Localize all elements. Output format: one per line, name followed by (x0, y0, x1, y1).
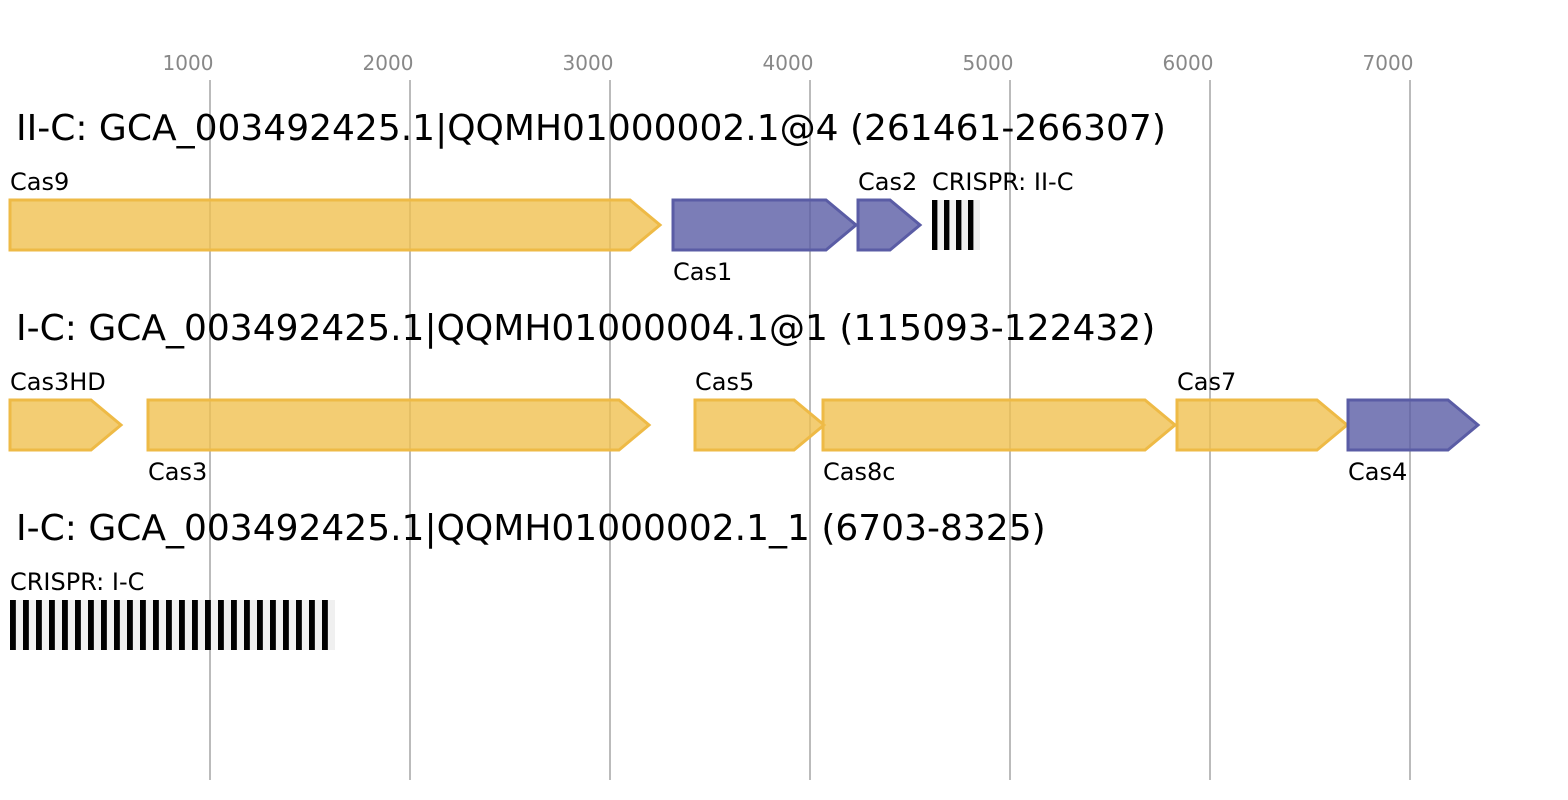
gene-label: Cas1 (673, 258, 732, 286)
tick-label: 5000 (963, 51, 1014, 75)
crispr-repeat (944, 200, 950, 250)
locus-1: II-C: GCA_003492425.1|QQMH01000002.1@4 (… (8, 108, 1166, 286)
crispr-repeat (166, 600, 172, 650)
crispr-repeat (75, 600, 81, 650)
gene-label: Cas7 (1177, 368, 1236, 396)
gene-arrow-cas2[interactable] (856, 198, 923, 252)
crispr-label: CRISPR: I-C (10, 568, 144, 596)
crispr-repeat (114, 600, 120, 650)
crispr-array[interactable] (10, 600, 335, 650)
tick-label: 3000 (563, 51, 614, 75)
gene-arrow-cas3hd[interactable] (8, 398, 124, 452)
crispr-repeat (956, 200, 962, 250)
locus-3: I-C: GCA_003492425.1|QQMH01000002.1_1 (6… (10, 508, 1046, 650)
crispr-repeat (23, 600, 29, 650)
gene-arrow-cas7[interactable] (1175, 398, 1350, 452)
gene-arrow-cas3[interactable] (146, 398, 652, 452)
gene-label: Cas3 (148, 458, 207, 486)
tick-label: 4000 (763, 51, 814, 75)
locus-title: I-C: GCA_003492425.1|QQMH01000002.1_1 (6… (16, 508, 1046, 549)
locus-title: II-C: GCA_003492425.1|QQMH01000002.1@4 (… (16, 108, 1166, 149)
gene-arrow-cas8c[interactable] (821, 398, 1178, 452)
tick-label: 1000 (163, 51, 214, 75)
crispr-repeat (270, 600, 276, 650)
gene-label: Cas5 (695, 368, 754, 396)
gene-label: Cas8c (823, 458, 895, 486)
loci: II-C: GCA_003492425.1|QQMH01000002.1@4 (… (8, 108, 1481, 650)
crispr-repeat (322, 600, 328, 650)
crispr-repeat (101, 600, 107, 650)
crispr-repeat (62, 600, 68, 650)
crispr-repeat (36, 600, 42, 650)
gene-arrow-cas5[interactable] (693, 398, 827, 452)
crispr-repeat (257, 600, 263, 650)
crispr-repeat (244, 600, 250, 650)
gene-label: Cas3HD (10, 368, 106, 396)
crispr-repeat (179, 600, 185, 650)
gene-label: Cas2 (858, 168, 917, 196)
crispr-repeat (296, 600, 302, 650)
crispr-repeat (127, 600, 133, 650)
ruler-ticks: 1000 2000 3000 4000 5000 6000 7000 (163, 51, 1414, 75)
crispr-repeat (88, 600, 94, 650)
tick-label: 2000 (363, 51, 414, 75)
crispr-repeat (140, 600, 146, 650)
crispr-repeat (49, 600, 55, 650)
gene-arrow-cas1[interactable] (671, 198, 859, 252)
gene-label: Cas4 (1348, 458, 1407, 486)
crispr-repeat (968, 200, 974, 250)
crispr-repeat (932, 200, 938, 250)
crispr-repeat (218, 600, 224, 650)
gene-arrow-cas4[interactable] (1346, 398, 1481, 452)
tick-label: 6000 (1163, 51, 1214, 75)
gene-arrow-cas9[interactable] (8, 198, 663, 252)
locus-2: I-C: GCA_003492425.1|QQMH01000004.1@1 (1… (8, 308, 1481, 486)
crispr-array[interactable] (932, 200, 980, 250)
gene-label: Cas9 (10, 168, 69, 196)
crispr-repeat (283, 600, 289, 650)
crispr-repeat (10, 600, 16, 650)
crispr-repeat (231, 600, 237, 650)
crispr-repeat (205, 600, 211, 650)
tick-label: 7000 (1363, 51, 1414, 75)
crispr-repeat (153, 600, 159, 650)
crispr-label: CRISPR: II-C (932, 168, 1073, 196)
locus-title: I-C: GCA_003492425.1|QQMH01000004.1@1 (1… (16, 308, 1155, 349)
crispr-repeat (192, 600, 198, 650)
crispr-repeat (309, 600, 315, 650)
